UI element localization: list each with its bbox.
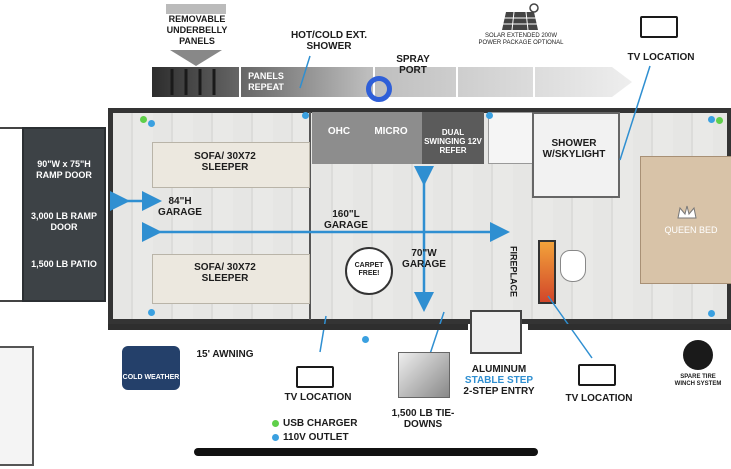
carpet-free-badge <box>345 247 393 295</box>
ramp-door-panel: 90"W x 75"H RAMP DOOR 3,000 LB RAMP DOOR… <box>22 127 106 302</box>
micro-label: MICRO <box>374 126 408 137</box>
panels-repeat-label: PANELS REPEAT <box>248 71 284 92</box>
side-thumbnail <box>0 346 34 466</box>
tv-bottom-left-icon <box>296 366 334 388</box>
outlet-dot-icon <box>708 310 715 317</box>
spray-port-label: SPRAY PORT <box>396 54 430 76</box>
sofa-bottom <box>152 254 310 304</box>
garage-84-label: 84"H GARAGE <box>158 196 202 218</box>
usb-legend-label: USB CHARGER <box>283 418 358 429</box>
solar-panel-icon <box>500 2 542 37</box>
sofa-bottom-label: SOFA/ 30x72 SLEEPER <box>194 262 256 284</box>
shower-enclosure <box>532 112 620 198</box>
stable-step-label: STABLE STEP <box>464 375 534 386</box>
home-indicator <box>194 448 538 456</box>
outlet-dot-icon <box>362 336 369 343</box>
tv-bottom-right-label: TV LOCATION <box>565 393 633 404</box>
refer-label: DUAL SWINGING 12V REFER <box>424 128 482 155</box>
spray-hose-icon <box>366 76 392 102</box>
frame-rail-right <box>528 324 731 330</box>
tv-top-icon <box>640 16 678 38</box>
ramp-door-size-label: 90"W x 75"H RAMP DOOR <box>36 159 92 180</box>
aluminum-label: ALUMINUM <box>471 364 527 375</box>
ext-shower-label: HOT/COLD EXT. SHOWER <box>290 30 368 52</box>
entry-label: 2-STEP ENTRY <box>463 386 535 397</box>
cold-weather-label: COLD WEATHER <box>122 374 180 381</box>
ramp-door-weight-label: 3,000 LB RAMP DOOR <box>30 211 98 232</box>
toilet-icon <box>560 250 586 282</box>
frame-rail <box>108 324 468 330</box>
tv-bottom-left-label: TV LOCATION <box>284 392 352 403</box>
usb-dot-icon <box>716 117 723 124</box>
usb-dot-icon <box>140 116 147 123</box>
carpet-free-label: CARPET FREE! <box>354 262 384 277</box>
underbelly-down-arrow-icon <box>164 4 228 71</box>
kitchen-counter <box>312 112 422 164</box>
outlet-dot-icon <box>708 116 715 123</box>
solar-label: SOLAR EXTENDED 200W POWER PACKAGE OPTION… <box>478 33 564 46</box>
ohc-label: OHC <box>327 126 351 137</box>
underbelly-arrow-graphic <box>152 67 632 97</box>
garage-70-label: 70"W GARAGE <box>402 248 446 270</box>
queen-bed-label: QUEEN BED <box>664 225 718 235</box>
refer <box>422 112 484 164</box>
outlet-dot-icon <box>486 112 493 119</box>
queen-bed <box>640 156 731 284</box>
outlet-dot-icon <box>148 120 155 127</box>
outlet-legend-label: 110V OUTLET <box>283 432 349 443</box>
cold-weather-badge <box>122 346 180 390</box>
ramp-door-frame <box>0 127 22 302</box>
tv-bottom-right-icon <box>578 364 616 386</box>
crown-icon <box>676 204 698 225</box>
garage-area <box>114 112 311 320</box>
usb-dot-icon <box>272 420 279 427</box>
awning-label: 15' AWNING <box>196 349 254 360</box>
tie-down-icon <box>398 352 450 398</box>
spare-tire-icon <box>683 340 713 370</box>
outlet-dot-icon <box>302 112 309 119</box>
underbelly-panel-band <box>152 67 632 97</box>
shower-label: SHOWER w/SKYLIGHT <box>542 138 606 160</box>
sofa-top <box>152 142 310 188</box>
underbelly-label: REMOVABLE UNDERBELLY PANELS <box>166 14 228 46</box>
tv-top-label: TV LOCATION <box>627 52 695 63</box>
sofa-top-label: SOFA/ 30x72 SLEEPER <box>194 151 256 173</box>
entry-steps <box>470 310 522 354</box>
outlet-dot-icon <box>148 309 155 316</box>
spare-tire-label: SPARE TIRE WINCH SYSTEM <box>674 374 722 387</box>
garage-160-label: 160"L GARAGE <box>324 209 368 231</box>
fireplace <box>538 240 556 304</box>
tie-downs-label: 1,500 LB TIE-DOWNS <box>391 408 455 430</box>
outlet-dot-icon <box>272 434 279 441</box>
patio-label: 1,500 LB PATIO <box>31 259 97 269</box>
